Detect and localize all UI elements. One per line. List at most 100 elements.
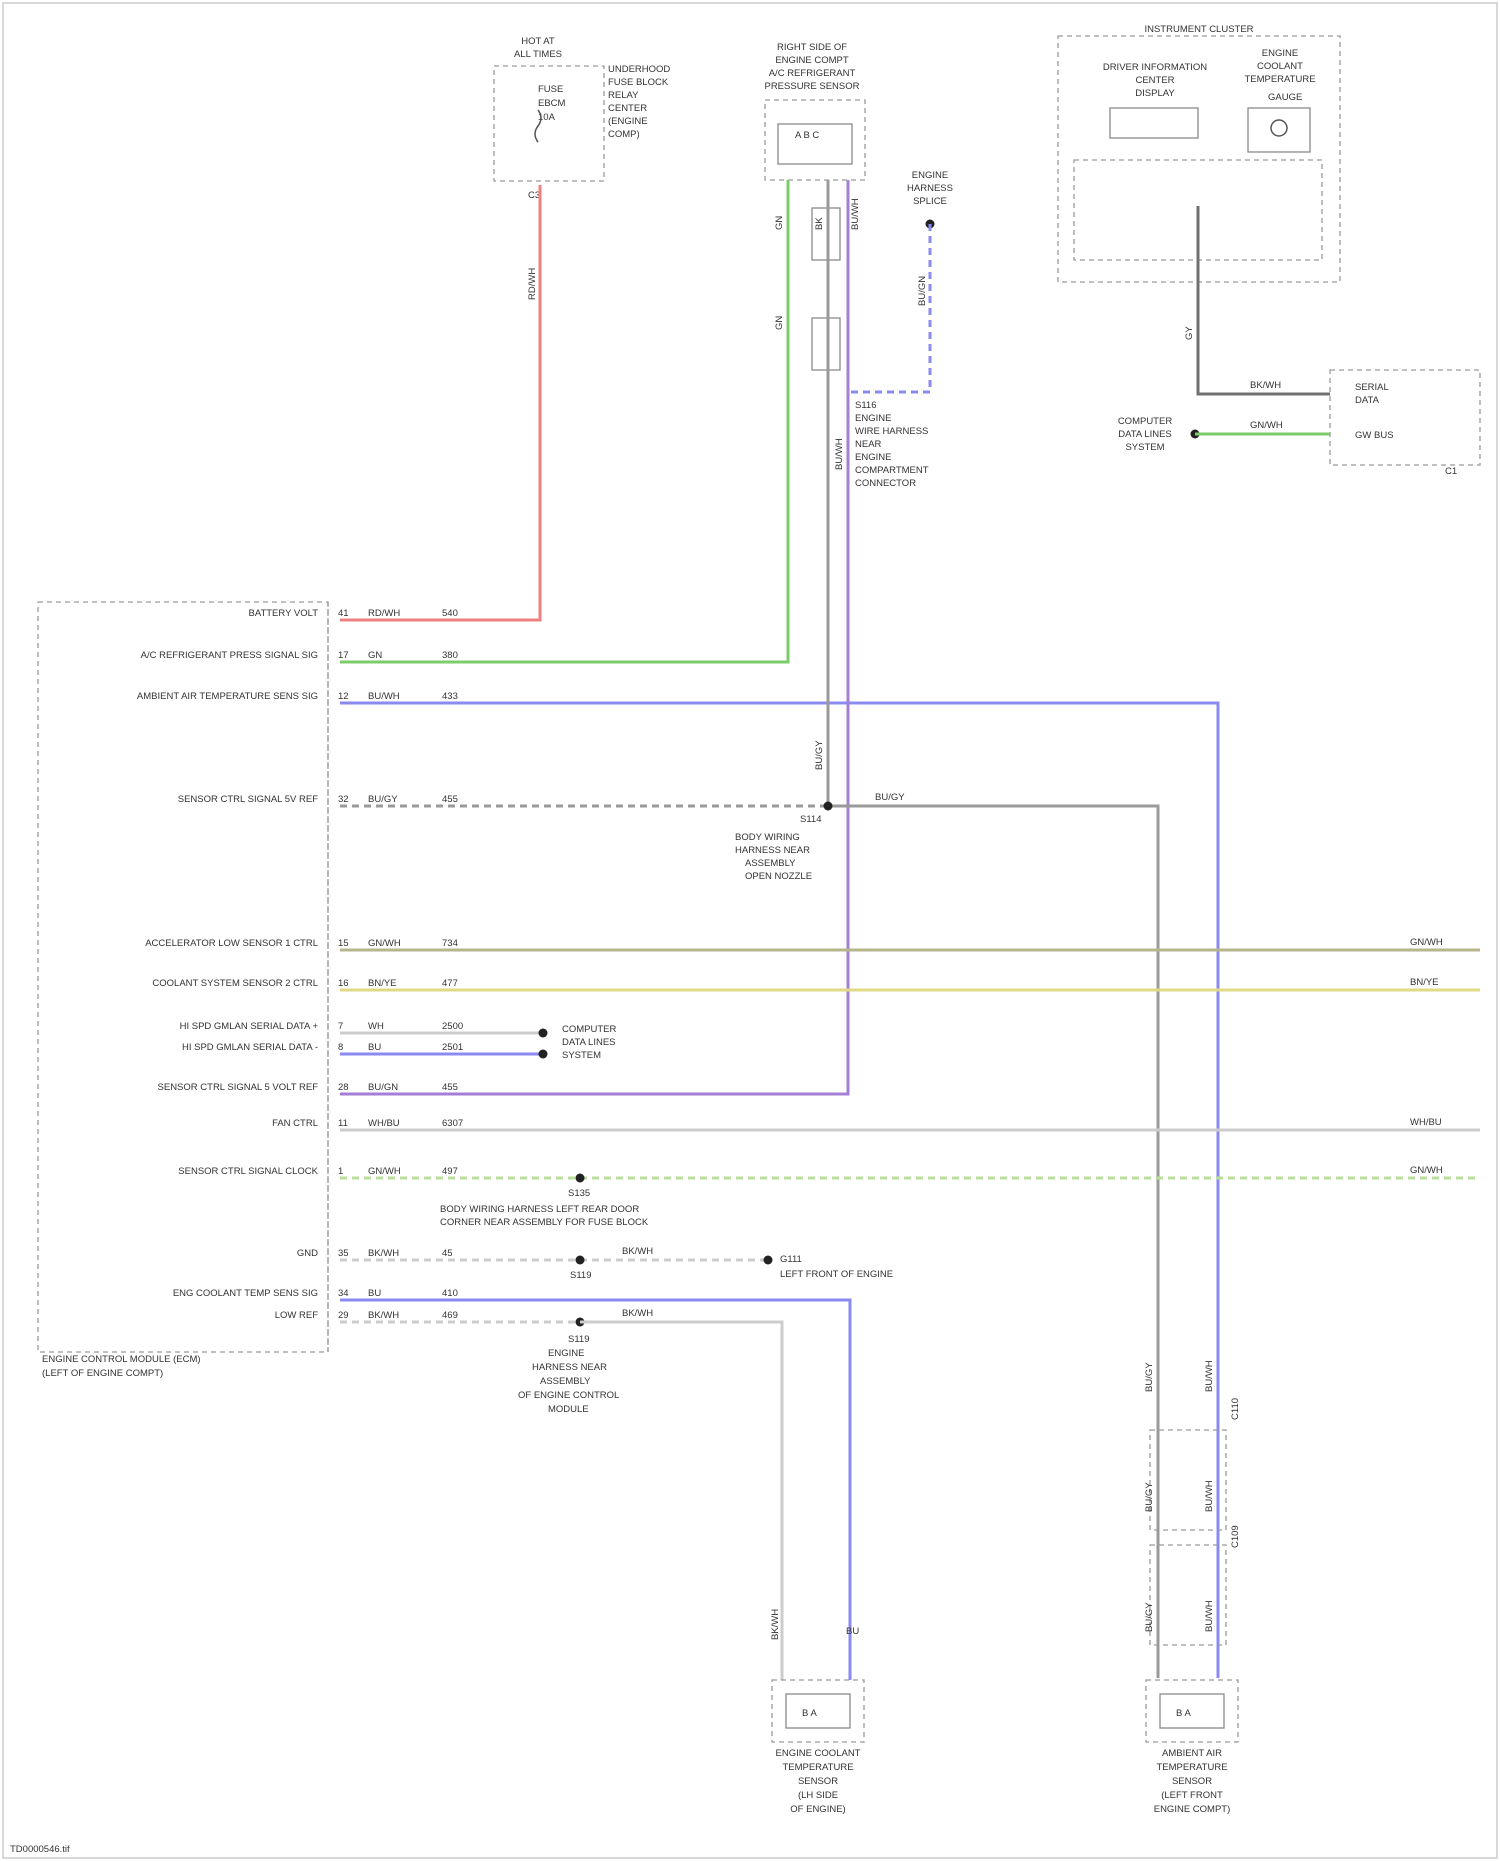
splice-s119: S119 ENGINE HARNESS NEAR ASSEMBLY OF ENG… bbox=[518, 1318, 619, 1416]
s119-line-3: HARNESS NEAR bbox=[532, 1362, 607, 1373]
ecm-wire-color: GN/WH bbox=[368, 1166, 401, 1177]
fuse-inner-1: FUSE bbox=[538, 84, 563, 95]
computer-data-lines-top: COMPUTER DATA LINES SYSTEM bbox=[1118, 416, 1200, 453]
s116-line-5: ENGINE bbox=[855, 452, 891, 463]
ecm-pin-label: GND bbox=[297, 1248, 318, 1259]
ect-line-1: ENGINE COOLANT bbox=[776, 1748, 861, 1759]
splice-wire-label: BK/WH bbox=[622, 1246, 653, 1257]
engine-harness-splice: ENGINE HARNESS SPLICE bbox=[907, 170, 953, 229]
aat-conn-label-2: C109 bbox=[1230, 1525, 1241, 1548]
aat-wire-3: BU/GY bbox=[1144, 1482, 1155, 1512]
ect-line-5: OF ENGINE) bbox=[790, 1804, 845, 1815]
lbl-cluster-data: GN/WH bbox=[1250, 420, 1283, 431]
dic-display-box bbox=[1110, 108, 1198, 138]
ecm-pin-label: SENSOR CTRL SIGNAL 5V REF bbox=[178, 794, 318, 805]
ecm-pin-label: SENSOR CTRL SIGNAL 5 VOLT REF bbox=[158, 1082, 319, 1093]
lbl-press-c: BU/WH bbox=[850, 198, 861, 230]
ecm-pin-number: 1 bbox=[338, 1166, 343, 1177]
gnd-splice-label: S119 bbox=[570, 1270, 591, 1281]
ecm-outline bbox=[38, 602, 328, 1352]
ect-line-4: (LH SIDE bbox=[798, 1790, 838, 1801]
cdl-mid-1: COMPUTER bbox=[562, 1024, 617, 1035]
lbl-press-a: GN bbox=[774, 216, 785, 230]
s116-line-6: COMPARTMENT bbox=[855, 465, 929, 476]
ect-wire-a: BK/WH bbox=[770, 1609, 781, 1640]
ecm-title-2: (LEFT OF ENGINE COMPT) bbox=[42, 1368, 163, 1379]
harness-title-3: SPLICE bbox=[913, 196, 947, 207]
ecm-pin-label: HI SPD GMLAN SERIAL DATA + bbox=[180, 1021, 319, 1032]
ecm-circuit-number: 455 bbox=[442, 794, 458, 805]
cluster-left-3: DISPLAY bbox=[1135, 88, 1175, 99]
fuse-side-1: UNDERHOOD bbox=[608, 64, 670, 75]
fuse-block: HOT AT ALL TIMES FUSE EBCM 10A UNDERHOOD… bbox=[494, 36, 670, 201]
cdl-top-1: COMPUTER bbox=[1118, 416, 1173, 427]
ecm-pin-number: 15 bbox=[338, 938, 349, 949]
aat-conn-label-1: C110 bbox=[1230, 1398, 1241, 1420]
ecm-pin-label: LOW REF bbox=[275, 1310, 318, 1321]
lbl-to-ambient: BU/GY bbox=[875, 792, 905, 803]
fuse-title-1: HOT AT bbox=[521, 36, 555, 47]
ecm-pin-number: 11 bbox=[338, 1118, 348, 1129]
s116-line-3: WIRE HARNESS bbox=[855, 426, 928, 437]
ecm-pin-label: SENSOR CTRL SIGNAL CLOCK bbox=[178, 1166, 318, 1177]
right-wire-label: BN/YE bbox=[1410, 977, 1439, 988]
g111-line-2: LEFT FRONT OF ENGINE bbox=[780, 1269, 893, 1280]
wire-ect-low-ref bbox=[580, 1322, 782, 1680]
fuse-side-6: COMP) bbox=[608, 129, 640, 140]
ecm-wire-color: WH bbox=[368, 1021, 384, 1032]
ecm-circuit-number: 433 bbox=[442, 691, 458, 702]
gnd-splice-dot bbox=[576, 1256, 585, 1265]
ecm-pin-number: 34 bbox=[338, 1288, 349, 1299]
gateway-corner: C1 bbox=[1445, 466, 1457, 477]
ecm-circuit-number: 469 bbox=[442, 1310, 458, 1321]
s135-line-2: BODY WIRING HARNESS LEFT REAR DOOR bbox=[440, 1204, 639, 1215]
fuse-pin: C3 bbox=[528, 190, 540, 201]
press-connector-2 bbox=[812, 318, 840, 370]
aat-inner-pins: B A bbox=[1176, 1708, 1191, 1719]
harness-title-2: HARNESS bbox=[907, 183, 953, 194]
s114-line-5: OPEN NOZZLE bbox=[745, 871, 812, 882]
s116-note: S116 ENGINE WIRE HARNESS NEAR ENGINE COM… bbox=[855, 400, 929, 489]
g111-dot bbox=[764, 1256, 773, 1265]
fuse-side-3: RELAY bbox=[608, 90, 639, 101]
s119-line-6: MODULE bbox=[548, 1404, 589, 1415]
ecm-circuit-number: 734 bbox=[442, 938, 458, 949]
cdl-top-2: DATA LINES bbox=[1118, 429, 1172, 440]
harness-title-1: ENGINE bbox=[912, 170, 948, 181]
s114-dot bbox=[824, 802, 833, 811]
ecm-wire-color: BU bbox=[368, 1288, 381, 1299]
cluster-gauge-label: GAUGE bbox=[1268, 92, 1302, 103]
wire-ac-pressure-signal bbox=[340, 180, 788, 662]
right-wire-label: WH/BU bbox=[1410, 1117, 1442, 1128]
gateway-module: SERIAL DATA GW BUS C1 bbox=[1330, 370, 1480, 477]
cluster-right-3: TEMPERATURE bbox=[1244, 74, 1315, 85]
ect-line-2: TEMPERATURE bbox=[782, 1762, 853, 1773]
ecm-pin-number: 28 bbox=[338, 1082, 349, 1093]
press-title-3: A/C REFRIGERANT bbox=[769, 68, 856, 79]
splice-wire-label: BK/WH bbox=[622, 1308, 653, 1319]
s119-line-2: ENGINE bbox=[548, 1348, 584, 1359]
cdl-mid-dot-1 bbox=[539, 1029, 548, 1038]
gateway-line-1: SERIAL bbox=[1355, 382, 1389, 393]
page-frame bbox=[3, 3, 1497, 1858]
s135-dot bbox=[576, 1174, 585, 1183]
ect-inner bbox=[786, 1694, 850, 1728]
aat-conn-1 bbox=[1150, 1430, 1226, 1530]
fuse-inner-2: EBCM bbox=[538, 98, 566, 109]
ecm-pin-label: FAN CTRL bbox=[272, 1118, 318, 1129]
lbl-press-gn2: GN bbox=[774, 316, 785, 330]
cluster-right-2: COOLANT bbox=[1257, 61, 1303, 72]
gauge-box bbox=[1248, 108, 1310, 152]
ecm-pin-number: 8 bbox=[338, 1042, 343, 1053]
fuse-side-5: (ENGINE bbox=[608, 116, 648, 127]
ecm-circuit-number: 2501 bbox=[442, 1042, 463, 1053]
wire-labels-top: RD/WH GN GN BK BU/WH BU/GN BU/WH BU/GY B… bbox=[527, 198, 1283, 803]
lbl-gray-mid: BU/GY bbox=[814, 740, 825, 770]
press-title-4: PRESSURE SENSOR bbox=[764, 81, 859, 92]
ect-line-3: SENSOR bbox=[798, 1776, 838, 1787]
gauge-icon bbox=[1271, 120, 1287, 136]
ecm-pin-label: ENG COOLANT TEMP SENS SIG bbox=[173, 1288, 318, 1299]
wire-battery-feed bbox=[340, 185, 540, 620]
gateway-box bbox=[1330, 370, 1480, 465]
